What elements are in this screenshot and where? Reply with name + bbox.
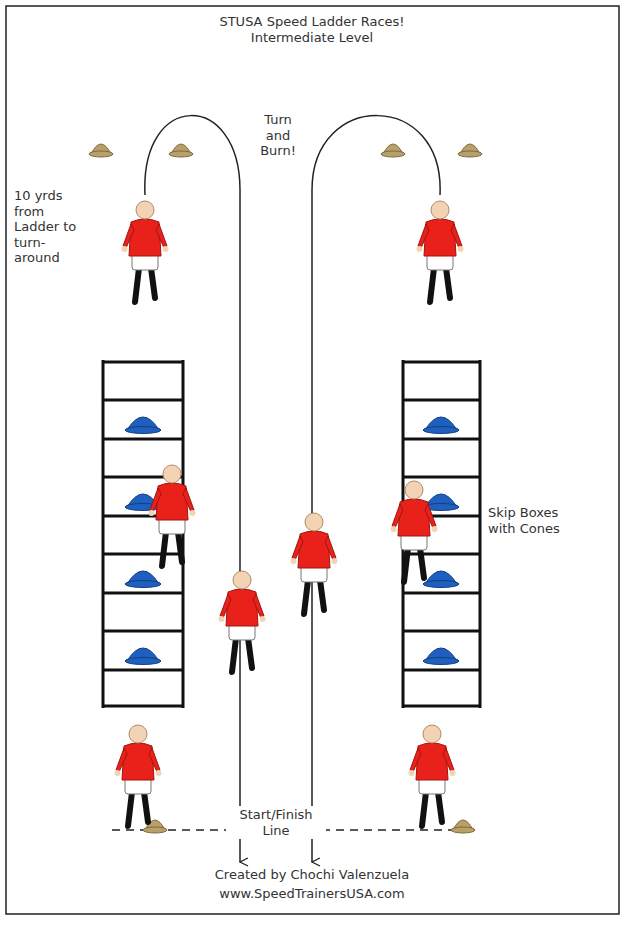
website-label: www.SpeedTrainersUSA.com bbox=[162, 886, 462, 902]
blue-cone bbox=[423, 571, 459, 588]
start-finish-label: Start/Finish Line bbox=[226, 806, 326, 839]
distance-note: 10 yrds from Ladder to turn-around bbox=[14, 188, 80, 266]
player bbox=[149, 465, 196, 566]
diagram-title: STUSA Speed Ladder Races! Intermediate L… bbox=[207, 14, 417, 45]
blue-cone bbox=[423, 648, 459, 665]
player bbox=[417, 201, 464, 302]
blue-cone bbox=[125, 417, 161, 434]
turnaround-cone bbox=[458, 144, 482, 157]
turnaround-cone bbox=[381, 144, 405, 157]
blue-cone bbox=[125, 571, 161, 588]
finish-cone bbox=[451, 820, 475, 833]
turnaround-cone bbox=[89, 144, 113, 157]
blue-cone bbox=[423, 417, 459, 434]
turnaround-cone bbox=[169, 144, 193, 157]
player bbox=[409, 725, 456, 826]
player bbox=[122, 201, 169, 302]
player bbox=[291, 513, 338, 614]
player bbox=[115, 725, 162, 826]
skip-note: Skip Boxes with Cones bbox=[488, 505, 580, 536]
blue-cone bbox=[125, 648, 161, 665]
player bbox=[219, 571, 266, 672]
frame bbox=[6, 6, 619, 914]
turn-note: Turn and Burn! bbox=[250, 112, 306, 159]
player bbox=[391, 481, 438, 582]
credit-caption: Created by Chochi Valenzuela bbox=[162, 867, 462, 883]
